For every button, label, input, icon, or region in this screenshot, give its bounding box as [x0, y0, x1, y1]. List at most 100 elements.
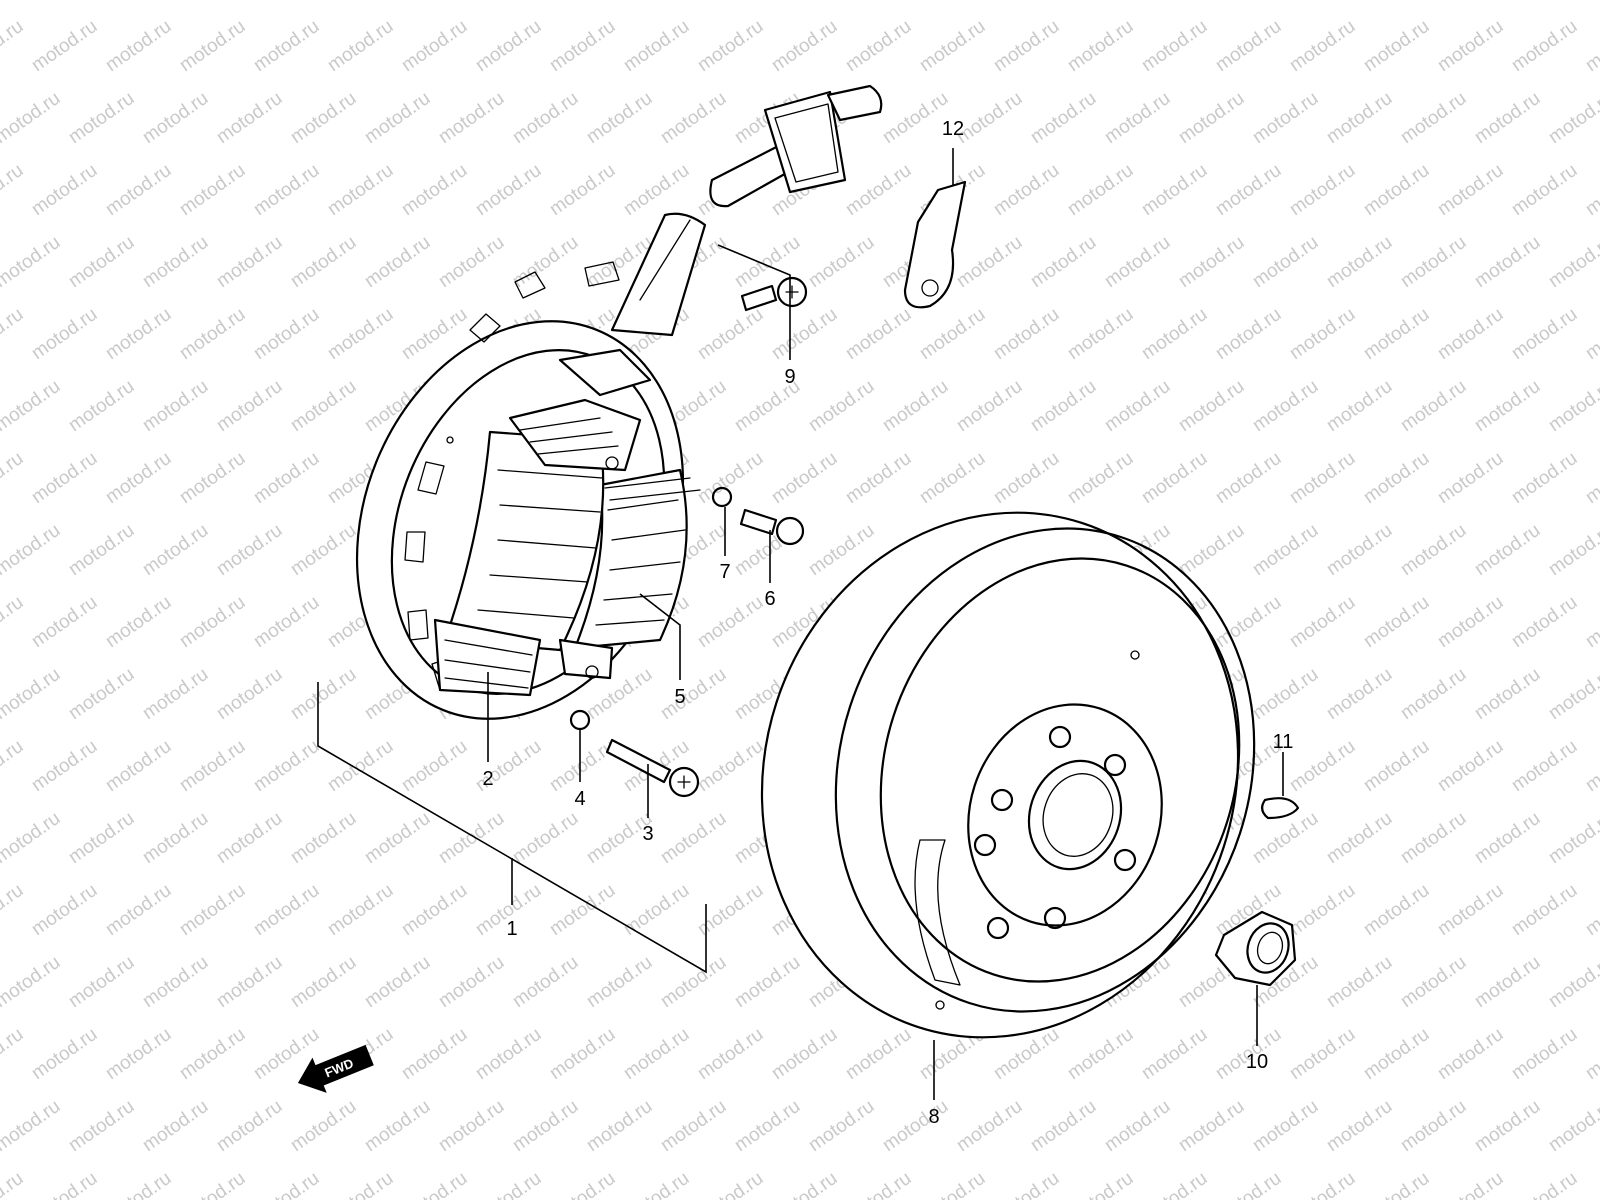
watermark-text: motod.ru: [1434, 1024, 1507, 1084]
watermark-text: motod.ru: [805, 1096, 878, 1156]
watermark-text: motod.ru: [842, 16, 915, 76]
watermark-text: motod.ru: [0, 160, 27, 220]
watermark-text: motod.ru: [1434, 160, 1507, 220]
watermark-text: motod.ru: [1212, 160, 1285, 220]
watermark-text: motod.ru: [287, 376, 360, 436]
watermark-text: motod.ru: [1027, 88, 1100, 148]
watermark-text: motod.ru: [65, 88, 138, 148]
watermark-text: motod.ru: [1138, 160, 1211, 220]
watermark-text: motod.ru: [1471, 0, 1544, 4]
watermark-text: motod.ru: [435, 808, 508, 868]
watermark-text: motod.ru: [1397, 952, 1470, 1012]
watermark-text: motod.ru: [1360, 1168, 1433, 1200]
watermark-text: motod.ru: [361, 952, 434, 1012]
watermark-text: motod.ru: [1286, 880, 1359, 940]
watermark-text: motod.ru: [1582, 448, 1600, 508]
watermark-text: motod.ru: [1360, 736, 1433, 796]
watermark-text: motod.ru: [1434, 592, 1507, 652]
watermark-text: motod.ru: [139, 952, 212, 1012]
watermark-text: motod.ru: [1508, 736, 1581, 796]
watermark-text: motod.ru: [1101, 376, 1174, 436]
watermark-text: motod.ru: [213, 520, 286, 580]
watermark-text: motod.ru: [398, 1024, 471, 1084]
watermark-text: motod.ru: [139, 520, 212, 580]
watermark-text: motod.ru: [1249, 88, 1322, 148]
watermark-text: motod.ru: [1360, 304, 1433, 364]
watermark-text: motod.ru: [1027, 376, 1100, 436]
watermark-text: motod.ru: [990, 304, 1063, 364]
watermark-text: motod.ru: [1397, 0, 1470, 4]
watermark-text: motod.ru: [1286, 1168, 1359, 1200]
watermark-text: motod.ru: [0, 952, 64, 1012]
watermark-text: motod.ru: [805, 376, 878, 436]
watermark-text: motod.ru: [694, 1024, 767, 1084]
watermark-text: motod.ru: [509, 952, 582, 1012]
watermark-text: motod.ru: [1360, 448, 1433, 508]
watermark-text: motod.ru: [102, 16, 175, 76]
watermark-text: motod.ru: [0, 664, 64, 724]
watermark-text: motod.ru: [398, 160, 471, 220]
stator-coils: [433, 348, 701, 697]
watermark-text: motod.ru: [65, 520, 138, 580]
watermark-text: motod.ru: [28, 160, 101, 220]
watermark-text: motod.ru: [694, 592, 767, 652]
watermark-text: motod.ru: [324, 304, 397, 364]
watermark-text: motod.ru: [102, 1024, 175, 1084]
watermark-text: motod.ru: [176, 736, 249, 796]
watermark-text: motod.ru: [1064, 1024, 1137, 1084]
watermark-text: motod.ru: [546, 1168, 619, 1200]
watermark-text: motod.ru: [1545, 664, 1600, 724]
watermark-text: motod.ru: [842, 304, 915, 364]
callout-12: 12: [942, 118, 964, 140]
watermark-text: motod.ru: [879, 1096, 952, 1156]
watermark-text: motod.ru: [398, 1168, 471, 1200]
watermark-text: motod.ru: [1471, 376, 1544, 436]
watermark-text: motod.ru: [842, 1024, 915, 1084]
watermark-text: motod.ru: [1064, 304, 1137, 364]
watermark-text: motod.ru: [435, 88, 508, 148]
watermark-text: motod.ru: [657, 88, 730, 148]
watermark-text: motod.ru: [1027, 1096, 1100, 1156]
watermark-text: motod.ru: [1471, 232, 1544, 292]
callout-6: 6: [764, 588, 775, 610]
watermark-text: motod.ru: [435, 952, 508, 1012]
watermark-text: motod.ru: [1397, 1096, 1470, 1156]
watermark-text: motod.ru: [1175, 0, 1248, 4]
watermark-text: motod.ru: [0, 592, 27, 652]
watermark-text: motod.ru: [28, 880, 101, 940]
watermark-text: motod.ru: [361, 232, 434, 292]
watermark-text: motod.ru: [28, 1024, 101, 1084]
watermark-text: motod.ru: [1286, 448, 1359, 508]
watermark-text: motod.ru: [1434, 16, 1507, 76]
watermark-text: motod.ru: [324, 736, 397, 796]
watermark-text: motod.ru: [398, 16, 471, 76]
watermark-text: motod.ru: [213, 1096, 286, 1156]
watermark-text: motod.ru: [1249, 664, 1322, 724]
watermark-text: motod.ru: [768, 448, 841, 508]
watermark-text: motod.ru: [0, 880, 27, 940]
watermark-text: motod.ru: [1397, 376, 1470, 436]
watermark-text: motod.ru: [102, 736, 175, 796]
watermark-text: motod.ru: [250, 160, 323, 220]
watermark-text: motod.ru: [805, 0, 878, 4]
watermark-text: motod.ru: [65, 664, 138, 724]
watermark-text: motod.ru: [1323, 808, 1396, 868]
watermark-text: motod.ru: [953, 1096, 1026, 1156]
watermark-text: motod.ru: [0, 448, 27, 508]
watermark-text: motod.ru: [1323, 88, 1396, 148]
watermark-text: motod.ru: [1323, 952, 1396, 1012]
watermark-text: motod.ru: [657, 952, 730, 1012]
watermark-text: motod.ru: [1212, 16, 1285, 76]
watermark-text: motod.ru: [1064, 16, 1137, 76]
watermark-text: motod.ru: [102, 592, 175, 652]
watermark-text: motod.ru: [1027, 0, 1100, 4]
watermark-text: motod.ru: [620, 1024, 693, 1084]
watermark-text: motod.ru: [176, 160, 249, 220]
watermark-text: motod.ru: [546, 16, 619, 76]
watermark-text: motod.ru: [139, 808, 212, 868]
watermark-text: motod.ru: [768, 1024, 841, 1084]
nut-10: [1214, 910, 1297, 987]
watermark-text: motod.ru: [1175, 376, 1248, 436]
watermark-text: motod.ru: [0, 1168, 27, 1200]
